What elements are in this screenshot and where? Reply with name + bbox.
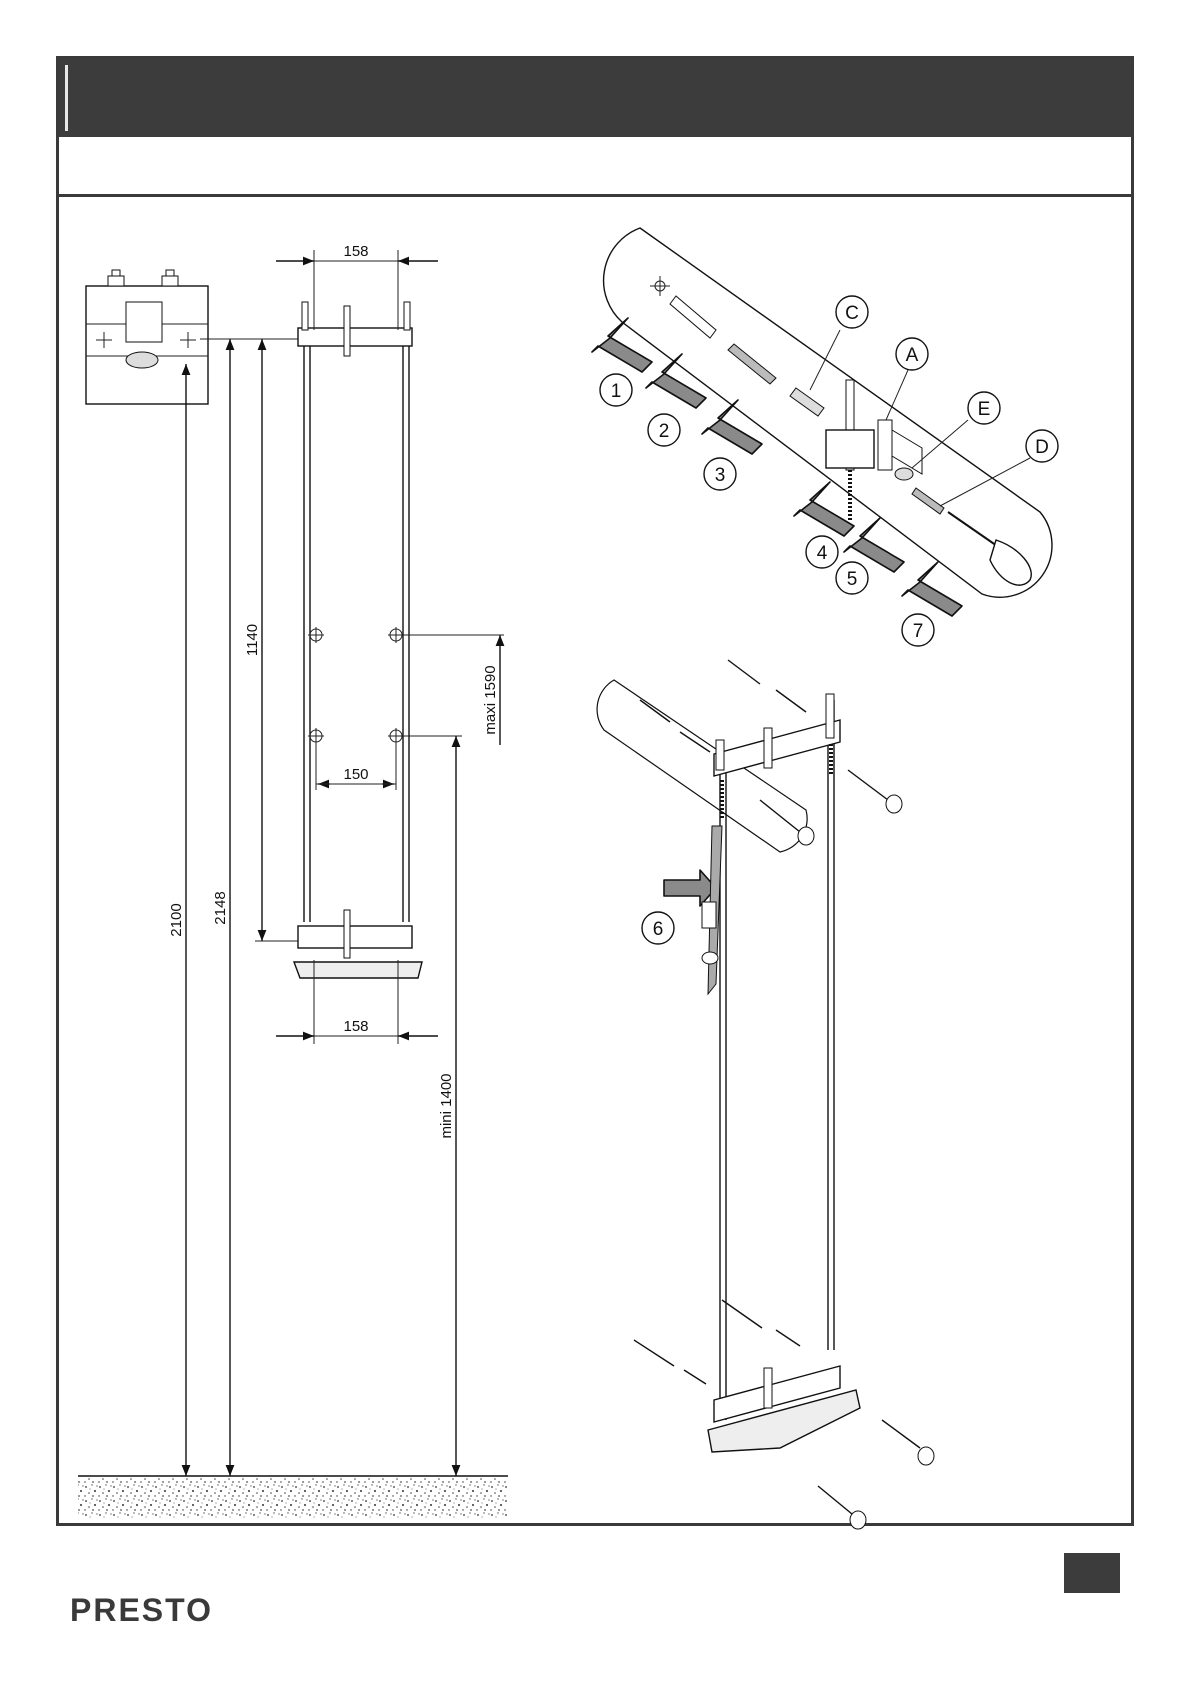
dimension-lines xyxy=(186,250,504,1476)
callout-part-d: D xyxy=(1035,437,1049,458)
page-number-box xyxy=(1064,1553,1120,1593)
floor xyxy=(78,1476,508,1518)
callout-step-3: 3 xyxy=(715,465,726,486)
dim-top-width: 158 xyxy=(343,243,368,260)
callout-step-2: 2 xyxy=(659,421,670,442)
callout-step-5: 5 xyxy=(847,569,858,590)
assembled-rail xyxy=(597,660,934,1529)
callout-step-6: 6 xyxy=(653,919,664,940)
dim-bottom-width: 158 xyxy=(343,1018,368,1035)
dim-rail-length: 1140 xyxy=(244,624,261,656)
rail-assembly xyxy=(294,302,422,978)
shower-head-unit xyxy=(86,270,208,404)
callout-step-1: 1 xyxy=(611,381,622,402)
callout-step-4: 4 xyxy=(817,543,828,564)
dim-floor-to-shower: 2100 xyxy=(168,903,185,936)
callout-part-c: C xyxy=(845,303,859,324)
dim-min-height: mini 1400 xyxy=(438,1073,455,1138)
dim-max-height: maxi 1590 xyxy=(482,665,499,734)
callout-part-e: E xyxy=(978,399,991,420)
brand-logo: PRESTO xyxy=(70,1592,213,1629)
arrow-step-6 xyxy=(664,870,716,906)
dim-floor-to-top: 2148 xyxy=(212,891,229,924)
dim-hole-spacing: 150 xyxy=(343,766,368,783)
callout-part-a: A xyxy=(906,345,919,366)
dimension-labels: 158 158 150 1140 2148 2100 maxi 1590 min… xyxy=(168,243,499,1139)
callout-step-7: 7 xyxy=(913,621,924,642)
